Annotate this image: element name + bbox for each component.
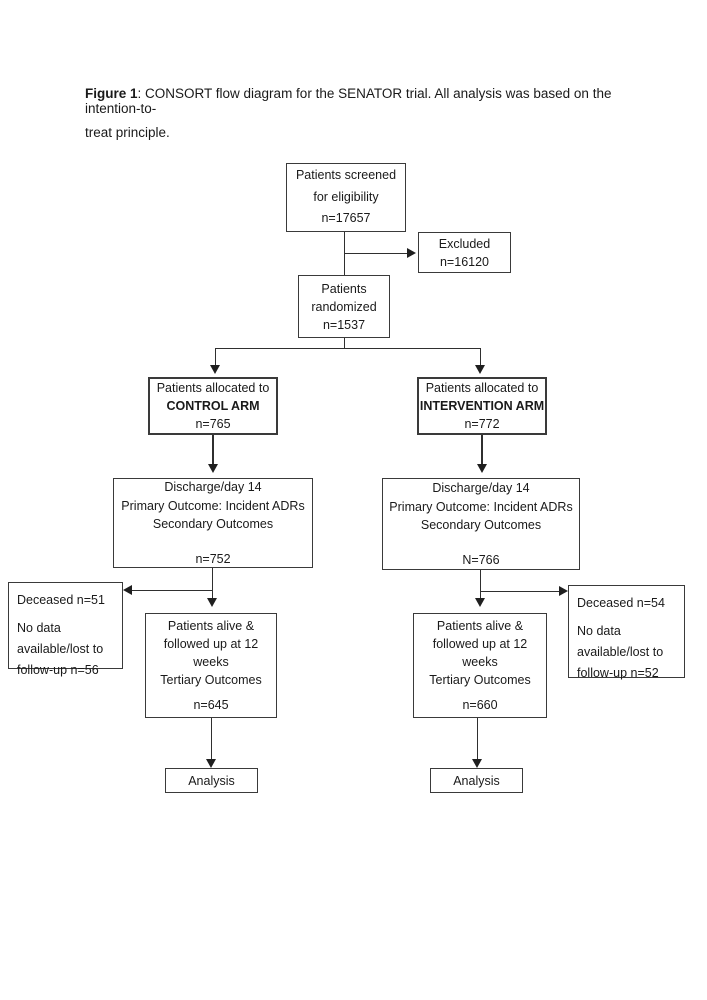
figure-caption-line1: Figure 1: CONSORT flow diagram for the S… (85, 86, 645, 116)
arrowhead-intervention-attrition-icon (559, 586, 568, 596)
intervention-followup-line3: weeks (462, 655, 498, 669)
control-allocation-box: Patients allocated to CONTROL ARM n=765 (148, 377, 278, 435)
line-intervention-followup-to-analysis (476, 718, 478, 760)
arrowhead-intervention-followup-icon (475, 598, 485, 607)
intervention-attrition-box: Deceased n=54 No data available/lost to … (568, 585, 685, 680)
control-attrition-deceased: Deceased n=51 (17, 593, 105, 607)
intervention-attrition-line3: available/lost to (577, 645, 664, 659)
screened-line3: n=17657 (321, 211, 371, 226)
control-followup-line1: Patients alive & (167, 619, 255, 633)
line-control-followup-to-analysis (210, 718, 212, 760)
intervention-followup-box: Patients alive & followed up at 12 weeks… (413, 613, 547, 718)
control-analysis-label: Analysis (188, 773, 235, 788)
arrowhead-control-followup-icon (207, 598, 217, 607)
screened-line1: Patients screened (295, 168, 397, 183)
line-to-control-allocation (214, 348, 216, 366)
control-allocation-line1: Patients allocated to (156, 381, 270, 395)
line-control-discharge-to-followup (211, 568, 213, 599)
arrowhead-intervention-allocation-icon (475, 365, 485, 374)
control-discharge-line1: Discharge/day 14 (164, 480, 262, 494)
control-discharge-box: Discharge/day 14 Primary Outcome: Incide… (113, 478, 313, 568)
control-analysis-box: Analysis (165, 768, 258, 793)
intervention-followup-line2: followed up at 12 (432, 637, 528, 651)
intervention-attrition-line2: No data (577, 624, 621, 638)
randomized-line1: Patients (321, 281, 367, 296)
excluded-box: Excluded n=16120 (418, 232, 511, 273)
control-followup-line2: followed up at 12 (163, 637, 259, 651)
line-intervention-discharge-to-followup (479, 570, 481, 599)
control-allocation-line2: CONTROL ARM (166, 399, 260, 413)
intervention-analysis-box: Analysis (430, 768, 523, 793)
control-discharge-count: n=752 (195, 551, 231, 566)
arrowhead-control-allocation-icon (210, 365, 220, 374)
intervention-analysis-label: Analysis (453, 773, 500, 788)
control-discharge-line3: Secondary Outcomes (152, 517, 274, 531)
control-followup-line3: weeks (193, 655, 229, 669)
screened-box: Patients screened for eligibility n=1765… (286, 163, 406, 232)
intervention-discharge-box: Discharge/day 14 Primary Outcome: Incide… (382, 478, 580, 570)
intervention-attrition-line4: follow-up n=52 (577, 666, 659, 680)
figure-caption-text: : CONSORT flow diagram for the SENATOR t… (85, 86, 612, 116)
control-attrition-line3: available/lost to (17, 642, 104, 656)
intervention-allocation-line1: Patients allocated to (425, 381, 539, 395)
line-randomized-stub (343, 338, 345, 348)
control-attrition-box: Deceased n=51 No data available/lost to … (8, 582, 123, 677)
arrowhead-intervention-discharge-icon (476, 464, 487, 473)
intervention-discharge-line2: Primary Outcome: Incident ADRs (389, 499, 573, 514)
control-discharge-line2: Primary Outcome: Incident ADRs (121, 498, 305, 513)
line-to-control-attrition (132, 589, 212, 591)
line-to-excluded (344, 252, 408, 254)
control-attrition-line4: follow-up n=56 (17, 663, 99, 677)
intervention-allocation-line3: n=772 (464, 417, 500, 431)
intervention-allocation-line2: INTERVENTION ARM (419, 399, 545, 413)
excluded-line1: Excluded (438, 236, 491, 251)
arrowhead-intervention-analysis-icon (472, 759, 482, 768)
intervention-followup-line1: Patients alive & (436, 619, 524, 633)
control-followup-line4: Tertiary Outcomes (160, 673, 262, 687)
intervention-discharge-line1: Discharge/day 14 (432, 481, 530, 495)
line-randomization-split (215, 347, 481, 349)
arrowhead-control-attrition-icon (123, 585, 132, 595)
arrowhead-control-discharge-icon (207, 464, 218, 473)
randomized-line2: randomized (311, 299, 377, 314)
randomized-line3: n=1537 (322, 317, 366, 332)
control-followup-count: n=645 (193, 698, 229, 712)
control-followup-box: Patients alive & followed up at 12 weeks… (145, 613, 277, 718)
line-control-allocation-to-discharge (212, 435, 214, 465)
excluded-line2: n=16120 (439, 254, 489, 269)
arrowhead-control-analysis-icon (206, 759, 216, 768)
control-allocation-line3: n=765 (195, 417, 231, 431)
screened-line2: for eligibility (313, 189, 379, 204)
line-intervention-allocation-to-discharge (481, 435, 483, 465)
intervention-discharge-line3: Secondary Outcomes (420, 518, 542, 532)
figure-caption-label: Figure 1 (85, 86, 138, 101)
line-to-intervention-attrition (480, 590, 559, 592)
randomized-box: Patients randomized n=1537 (298, 275, 390, 338)
intervention-followup-line4: Tertiary Outcomes (429, 673, 531, 687)
intervention-followup-count: n=660 (462, 698, 498, 712)
control-attrition-line2: No data (17, 621, 61, 635)
figure-caption-line2: treat principle. (85, 125, 170, 140)
line-to-intervention-allocation (479, 348, 481, 366)
intervention-discharge-count: N=766 (462, 552, 500, 567)
intervention-attrition-deceased: Deceased n=54 (577, 596, 665, 610)
arrowhead-excluded-icon (407, 248, 416, 258)
intervention-allocation-box: Patients allocated to INTERVENTION ARM n… (417, 377, 547, 435)
